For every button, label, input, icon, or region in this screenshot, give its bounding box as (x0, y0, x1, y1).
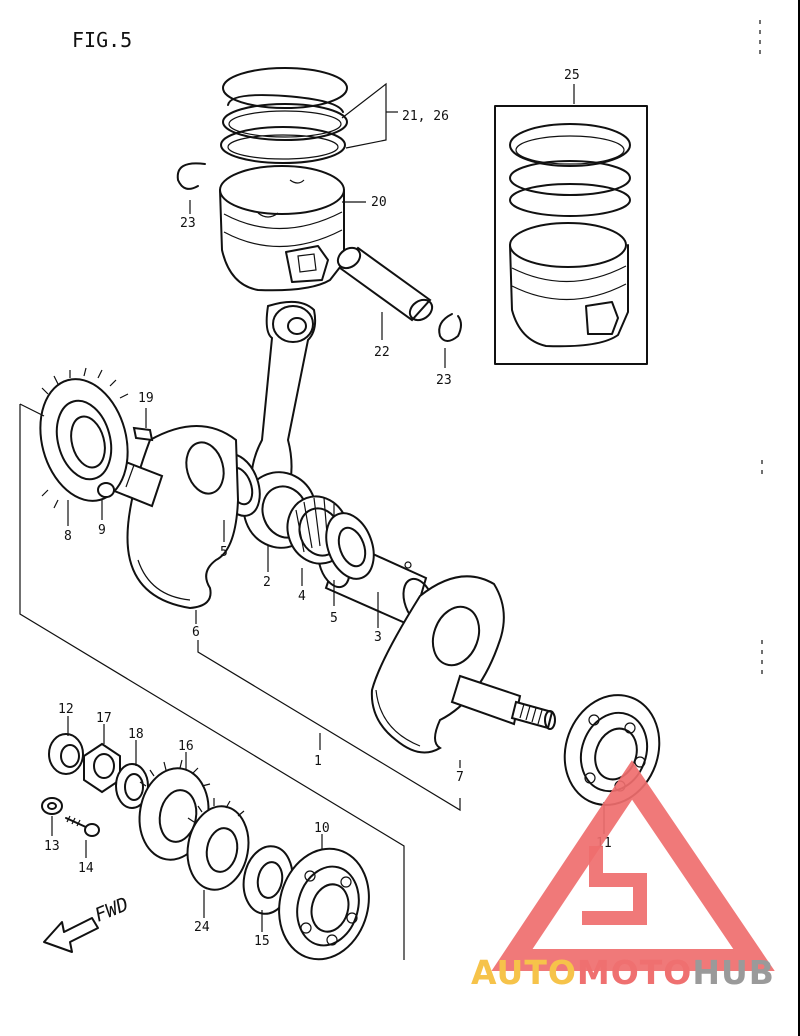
piston-pin (336, 246, 434, 322)
label-13: 13 (44, 839, 60, 854)
part-labels: 21, 26 20 23 22 23 25 19 8 9 5 2 4 5 3 6… (44, 68, 612, 949)
forward-arrow-icon (43, 917, 99, 953)
piston-rings (220, 67, 348, 164)
woodruff-key (132, 426, 154, 442)
dowel-pin (97, 482, 115, 498)
label-21-26: 21, 26 (402, 109, 449, 124)
label-18: 18 (128, 727, 144, 742)
label-22: 22 (374, 345, 390, 360)
crank-web-left (126, 425, 240, 610)
label-5-right: 5 (330, 611, 338, 626)
label-19: 19 (138, 391, 154, 406)
primary-gear (39, 367, 129, 509)
nut-17 (83, 742, 121, 794)
label-4: 4 (298, 589, 306, 604)
label-9: 9 (98, 523, 106, 538)
label-14: 14 (78, 861, 94, 876)
watermark-text: AUTOMOTOHUB (471, 953, 775, 992)
circlip-right (438, 313, 462, 342)
label-23-right: 23 (436, 373, 452, 388)
label-10: 10 (314, 821, 330, 836)
label-5-left: 5 (220, 545, 228, 560)
forward-direction-indicator: FWD (43, 893, 132, 953)
fwd-label: FWD (92, 893, 132, 926)
label-2: 2 (263, 575, 271, 590)
label-24: 24 (194, 920, 210, 935)
label-15: 15 (254, 934, 270, 949)
right-shaft (450, 674, 556, 730)
left-bearing (278, 847, 370, 961)
label-7: 7 (456, 770, 464, 785)
watermark-logo: AUTOMOTOHUB (471, 760, 775, 992)
triangle-logo-icon (491, 760, 775, 971)
circlip-left (176, 162, 206, 190)
gear-24 (186, 798, 250, 891)
label-25: 25 (564, 68, 580, 83)
piston-set-box (494, 105, 648, 365)
label-23-left: 23 (180, 216, 196, 231)
label-3: 3 (374, 630, 382, 645)
piston (219, 165, 345, 292)
label-6: 6 (192, 625, 200, 640)
lock-washer-13 (41, 797, 63, 815)
label-17: 17 (96, 711, 112, 726)
nut-12 (48, 733, 84, 775)
figure-title: FIG.5 (72, 28, 132, 52)
label-16: 16 (178, 739, 194, 754)
label-20: 20 (371, 195, 387, 210)
label-8: 8 (64, 529, 72, 544)
assembly-bracket-lines (19, 20, 763, 960)
label-1: 1 (314, 754, 322, 769)
crank-web-right (370, 575, 505, 754)
screw-14 (65, 815, 100, 837)
label-12: 12 (58, 702, 74, 717)
